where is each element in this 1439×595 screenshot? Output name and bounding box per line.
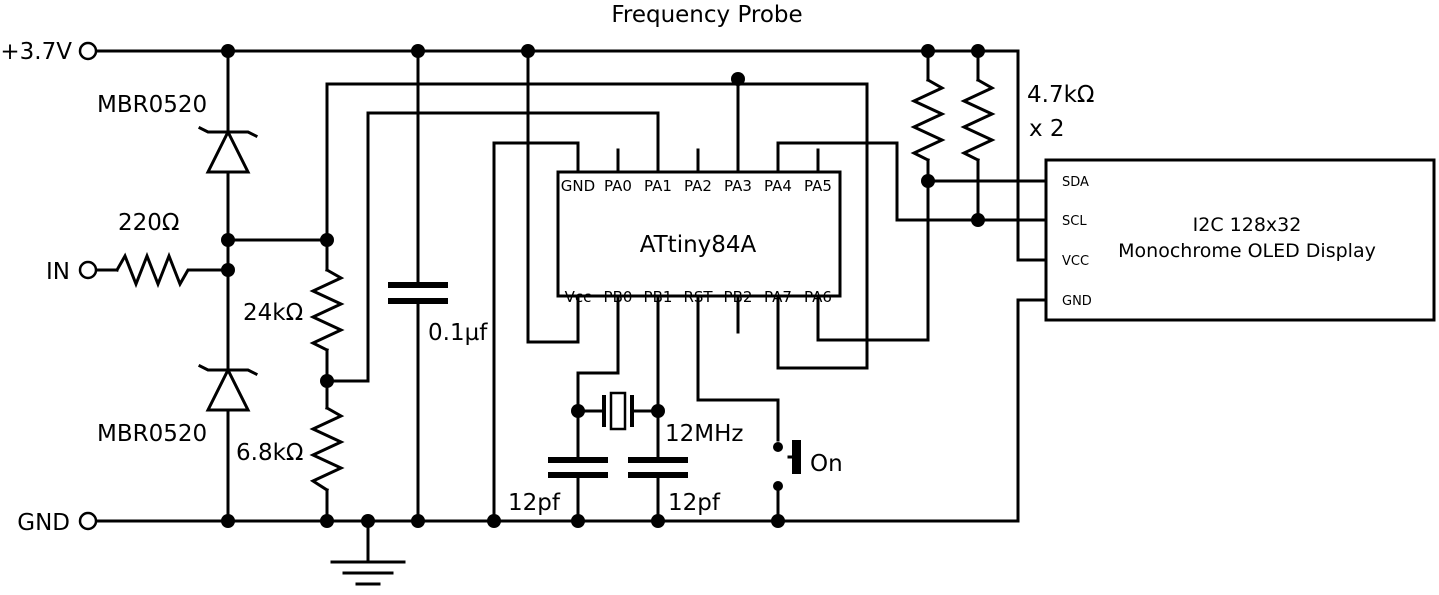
mcu-top-pin-labels: GND PA0 PA1 PA2 PA3 PA4 PA5 <box>561 177 832 195</box>
crystal <box>602 391 634 431</box>
oled-title-line1: I2C 128x32 <box>1193 214 1302 236</box>
label-capacitor-decoupling: 0.1µf <box>428 320 488 346</box>
oled-display <box>1044 158 1436 322</box>
pin-label: RST <box>683 288 713 306</box>
label-button: On <box>810 451 843 477</box>
wires <box>94 49 1048 564</box>
mcu-bottom-pin-labels: Vcc PB0 PB1 RST PB2 PA7 PA6 <box>565 288 832 306</box>
label-capacitor-left: 12pf <box>508 490 561 516</box>
mcu-chip <box>556 170 842 298</box>
terminal-ground <box>78 511 98 531</box>
resistor-220 <box>114 251 195 289</box>
oled-pin-labels: SDA SCL VCC GND <box>1062 175 1092 309</box>
pin-label: PA4 <box>764 177 792 195</box>
resistor-24k <box>309 267 345 353</box>
label-input: IN <box>46 259 70 285</box>
pin-label: PA0 <box>604 177 632 195</box>
label-resistor-6k8: 6.8kΩ <box>236 440 303 466</box>
schottky-diode-bottom <box>197 363 259 412</box>
capacitor-crystal-left <box>548 457 608 478</box>
label-crystal: 12MHz <box>665 421 743 447</box>
pin-label: PA7 <box>764 288 792 306</box>
label-diode-top: MBR0520 <box>97 92 207 118</box>
resistor-6k8 <box>309 405 345 493</box>
oled-pin-label: VCC <box>1062 254 1089 269</box>
pin-label: PA3 <box>724 177 752 195</box>
label-pullups-value: 4.7kΩ <box>1027 82 1094 108</box>
label-ground: GND <box>17 510 70 536</box>
schematic-title: Frequency Probe <box>611 2 802 28</box>
label-vplus: +3.7V <box>0 39 72 65</box>
oled-pin-label: GND <box>1062 294 1092 309</box>
pin-label: PB0 <box>604 288 633 306</box>
oled-title-line2: Monochrome OLED Display <box>1118 240 1376 262</box>
resistor-pullup-scl <box>960 77 996 163</box>
capacitor-crystal-right <box>628 457 688 478</box>
terminal-vplus <box>78 41 98 61</box>
resistor-pullup-sda <box>910 77 946 163</box>
junction-dots <box>221 44 985 528</box>
pin-label: GND <box>561 177 595 195</box>
mcu-name: ATtiny84A <box>640 232 757 258</box>
label-capacitor-right: 12pf <box>668 490 721 516</box>
label-pullups-count: x 2 <box>1029 116 1065 142</box>
label-diode-bottom: MBR0520 <box>97 421 207 447</box>
push-button <box>773 440 801 491</box>
pin-label: PB2 <box>724 288 753 306</box>
ground-symbol <box>330 560 406 586</box>
pin-label: PA6 <box>804 288 832 306</box>
oled-pin-label: SDA <box>1062 175 1089 190</box>
pin-label: PA1 <box>644 177 672 195</box>
pin-label: PA5 <box>804 177 832 195</box>
oled-pin-label: SCL <box>1062 214 1087 229</box>
terminal-input <box>78 260 98 280</box>
label-resistor-24k: 24kΩ <box>243 300 303 326</box>
pin-label: Vcc <box>565 288 592 306</box>
pin-label: PB1 <box>644 288 673 306</box>
capacitor-decoupling <box>388 282 448 304</box>
pin-label: PA2 <box>684 177 712 195</box>
schottky-diode-top <box>197 125 259 174</box>
label-resistor-220: 220Ω <box>118 210 179 236</box>
